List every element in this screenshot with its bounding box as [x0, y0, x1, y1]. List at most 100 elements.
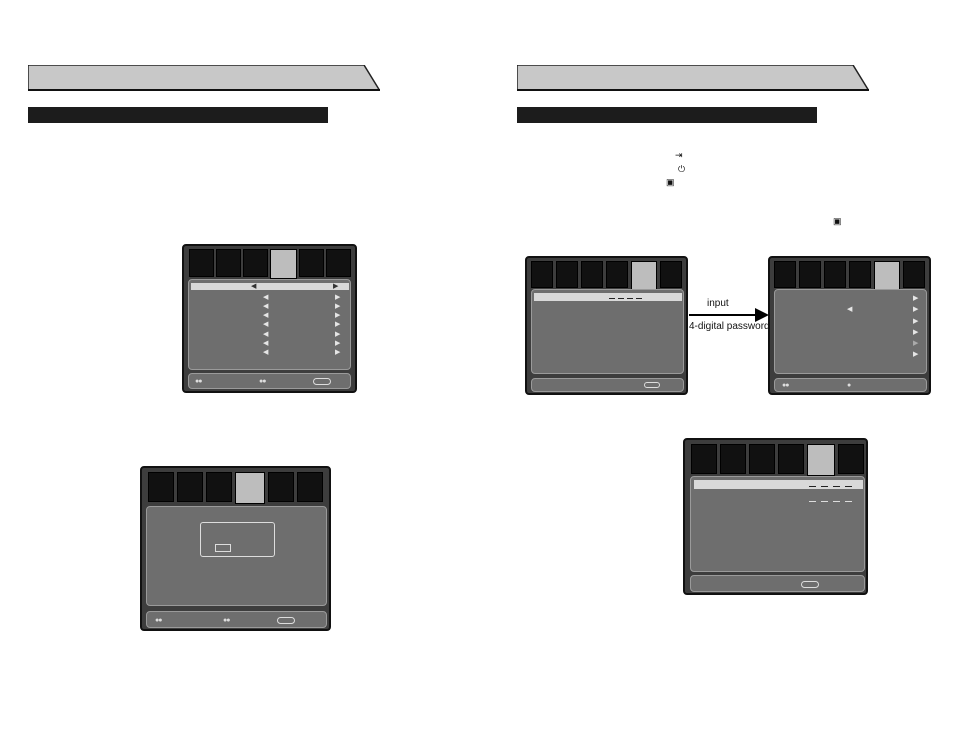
- input-source-icon: ⇥: [675, 150, 683, 160]
- help-bar: [690, 575, 865, 592]
- right-arrow[interactable]: ▶: [913, 295, 919, 302]
- left-arrow[interactable]: ◀: [263, 294, 269, 301]
- tab-input[interactable]: [838, 444, 864, 474]
- power-icon: ⏻: [678, 164, 686, 174]
- lock-panel: ▶ ◀ ▶ ▶ ▶ ▶ ▶: [774, 289, 927, 374]
- tab-setup[interactable]: [606, 261, 628, 288]
- tab-sound[interactable]: [177, 472, 203, 502]
- right-arrow[interactable]: ▶: [913, 329, 919, 336]
- arrow-label-input: input: [707, 298, 729, 309]
- tab-picture[interactable]: [189, 249, 214, 277]
- confirm-password-digit: [821, 501, 828, 502]
- right-arrow[interactable]: ▶: [913, 340, 919, 347]
- tab-input[interactable]: [660, 261, 682, 288]
- right-arrow[interactable]: ▶: [335, 303, 341, 310]
- tab-picture[interactable]: [148, 472, 174, 502]
- tab-setup[interactable]: [849, 261, 871, 288]
- tab-lock[interactable]: [631, 261, 657, 290]
- password-digit: [609, 298, 615, 299]
- right-arrow[interactable]: ▶: [335, 321, 341, 328]
- password-digit: [821, 486, 828, 487]
- nav-buttons-icon: ●●: [195, 378, 203, 385]
- highlight-row[interactable]: [191, 283, 349, 290]
- change-password-panel: [690, 476, 865, 572]
- tab-picture[interactable]: [531, 261, 553, 288]
- tab-lock[interactable]: [268, 472, 294, 502]
- tab-sound[interactable]: [216, 249, 241, 277]
- left-section-bar: [28, 107, 328, 123]
- right-arrow[interactable]: ▶: [913, 351, 919, 358]
- tab-setup[interactable]: [270, 249, 297, 279]
- confirm-password-digit: [833, 501, 840, 502]
- tab-lock[interactable]: [299, 249, 324, 277]
- tab-input[interactable]: [297, 472, 323, 502]
- tab-picture[interactable]: [774, 261, 796, 288]
- tab-lock[interactable]: [874, 261, 900, 290]
- password-row[interactable]: [534, 293, 682, 301]
- arrow-label-password: 4-digital password: [689, 321, 770, 332]
- right-arrow[interactable]: ▶: [335, 312, 341, 319]
- right-arrow[interactable]: ▶: [913, 318, 919, 325]
- right-arrow[interactable]: ▶: [335, 294, 341, 301]
- confirm-password-digit: [845, 501, 852, 502]
- tab-clock[interactable]: [824, 261, 846, 288]
- dialog-panel: [146, 506, 327, 606]
- tab-setup[interactable]: [235, 472, 265, 504]
- tab-sound[interactable]: [720, 444, 746, 474]
- nav-buttons-icon: ●●: [223, 617, 231, 624]
- menu-panel: ◀ ▶ ◀ ▶ ◀ ▶ ◀ ▶ ◀ ▶ ◀ ▶ ◀ ▶ ◀ ▶: [188, 279, 351, 370]
- menu-button-icon: [644, 382, 660, 388]
- password-panel: [531, 289, 684, 374]
- left-arrow[interactable]: ◀: [263, 349, 269, 356]
- menu-button-icon: [277, 617, 295, 624]
- tab-input[interactable]: [326, 249, 351, 277]
- right-arrow[interactable]: ▶: [913, 306, 919, 313]
- left-arrow[interactable]: ◀: [847, 306, 853, 313]
- left-arrow[interactable]: ◀: [263, 312, 269, 319]
- setup-menu-screen: ◀ ▶ ◀ ▶ ◀ ▶ ◀ ▶ ◀ ▶ ◀ ▶ ◀ ▶ ◀ ▶ ●● ●●: [182, 244, 357, 393]
- left-arrow[interactable]: ◀: [263, 303, 269, 310]
- help-bar: ●● ●: [774, 378, 927, 392]
- nav-buttons-icon: ●●: [259, 378, 267, 385]
- right-arrow[interactable]: ▶: [335, 331, 341, 338]
- tab-sound[interactable]: [556, 261, 578, 288]
- nav-buttons-icon: ●: [847, 382, 851, 389]
- tab-picture[interactable]: [691, 444, 717, 474]
- right-arrow[interactable]: ▶: [333, 283, 339, 290]
- tab-clock[interactable]: [243, 249, 268, 277]
- right-header-shape: [516, 64, 871, 92]
- tab-lock[interactable]: [807, 444, 835, 476]
- menu-icon: ▣: [666, 177, 675, 187]
- transition-arrow: [689, 305, 771, 325]
- password-digit: [809, 486, 816, 487]
- password-digit: [627, 298, 633, 299]
- help-bar: ●● ●●: [146, 611, 327, 628]
- tab-clock[interactable]: [206, 472, 232, 502]
- password-digit: [845, 486, 852, 487]
- tab-input[interactable]: [903, 261, 925, 288]
- password-digit: [618, 298, 624, 299]
- password-digit: [636, 298, 642, 299]
- right-section-bar: [517, 107, 817, 123]
- left-arrow[interactable]: ◀: [263, 340, 269, 347]
- tab-clock[interactable]: [581, 261, 603, 288]
- change-password-screen: [683, 438, 868, 595]
- dialog-button[interactable]: [215, 544, 231, 552]
- menu-icon-2: ▣: [833, 216, 842, 226]
- right-arrow[interactable]: ▶: [335, 340, 341, 347]
- left-arrow[interactable]: ◀: [251, 283, 257, 290]
- help-bar: ●● ●●: [188, 373, 351, 389]
- menu-button-icon: [313, 378, 331, 385]
- tab-setup[interactable]: [778, 444, 804, 474]
- tab-sound[interactable]: [799, 261, 821, 288]
- right-arrow[interactable]: ▶: [335, 349, 341, 356]
- help-bar: [531, 378, 684, 392]
- nav-buttons-icon: ●●: [782, 382, 790, 389]
- nav-buttons-icon: ●●: [155, 617, 163, 624]
- menu-button-icon: [801, 581, 819, 588]
- left-arrow[interactable]: ◀: [263, 331, 269, 338]
- tab-clock[interactable]: [749, 444, 775, 474]
- password-entry-screen: [525, 256, 688, 395]
- left-arrow[interactable]: ◀: [263, 321, 269, 328]
- new-password-row[interactable]: [694, 480, 863, 489]
